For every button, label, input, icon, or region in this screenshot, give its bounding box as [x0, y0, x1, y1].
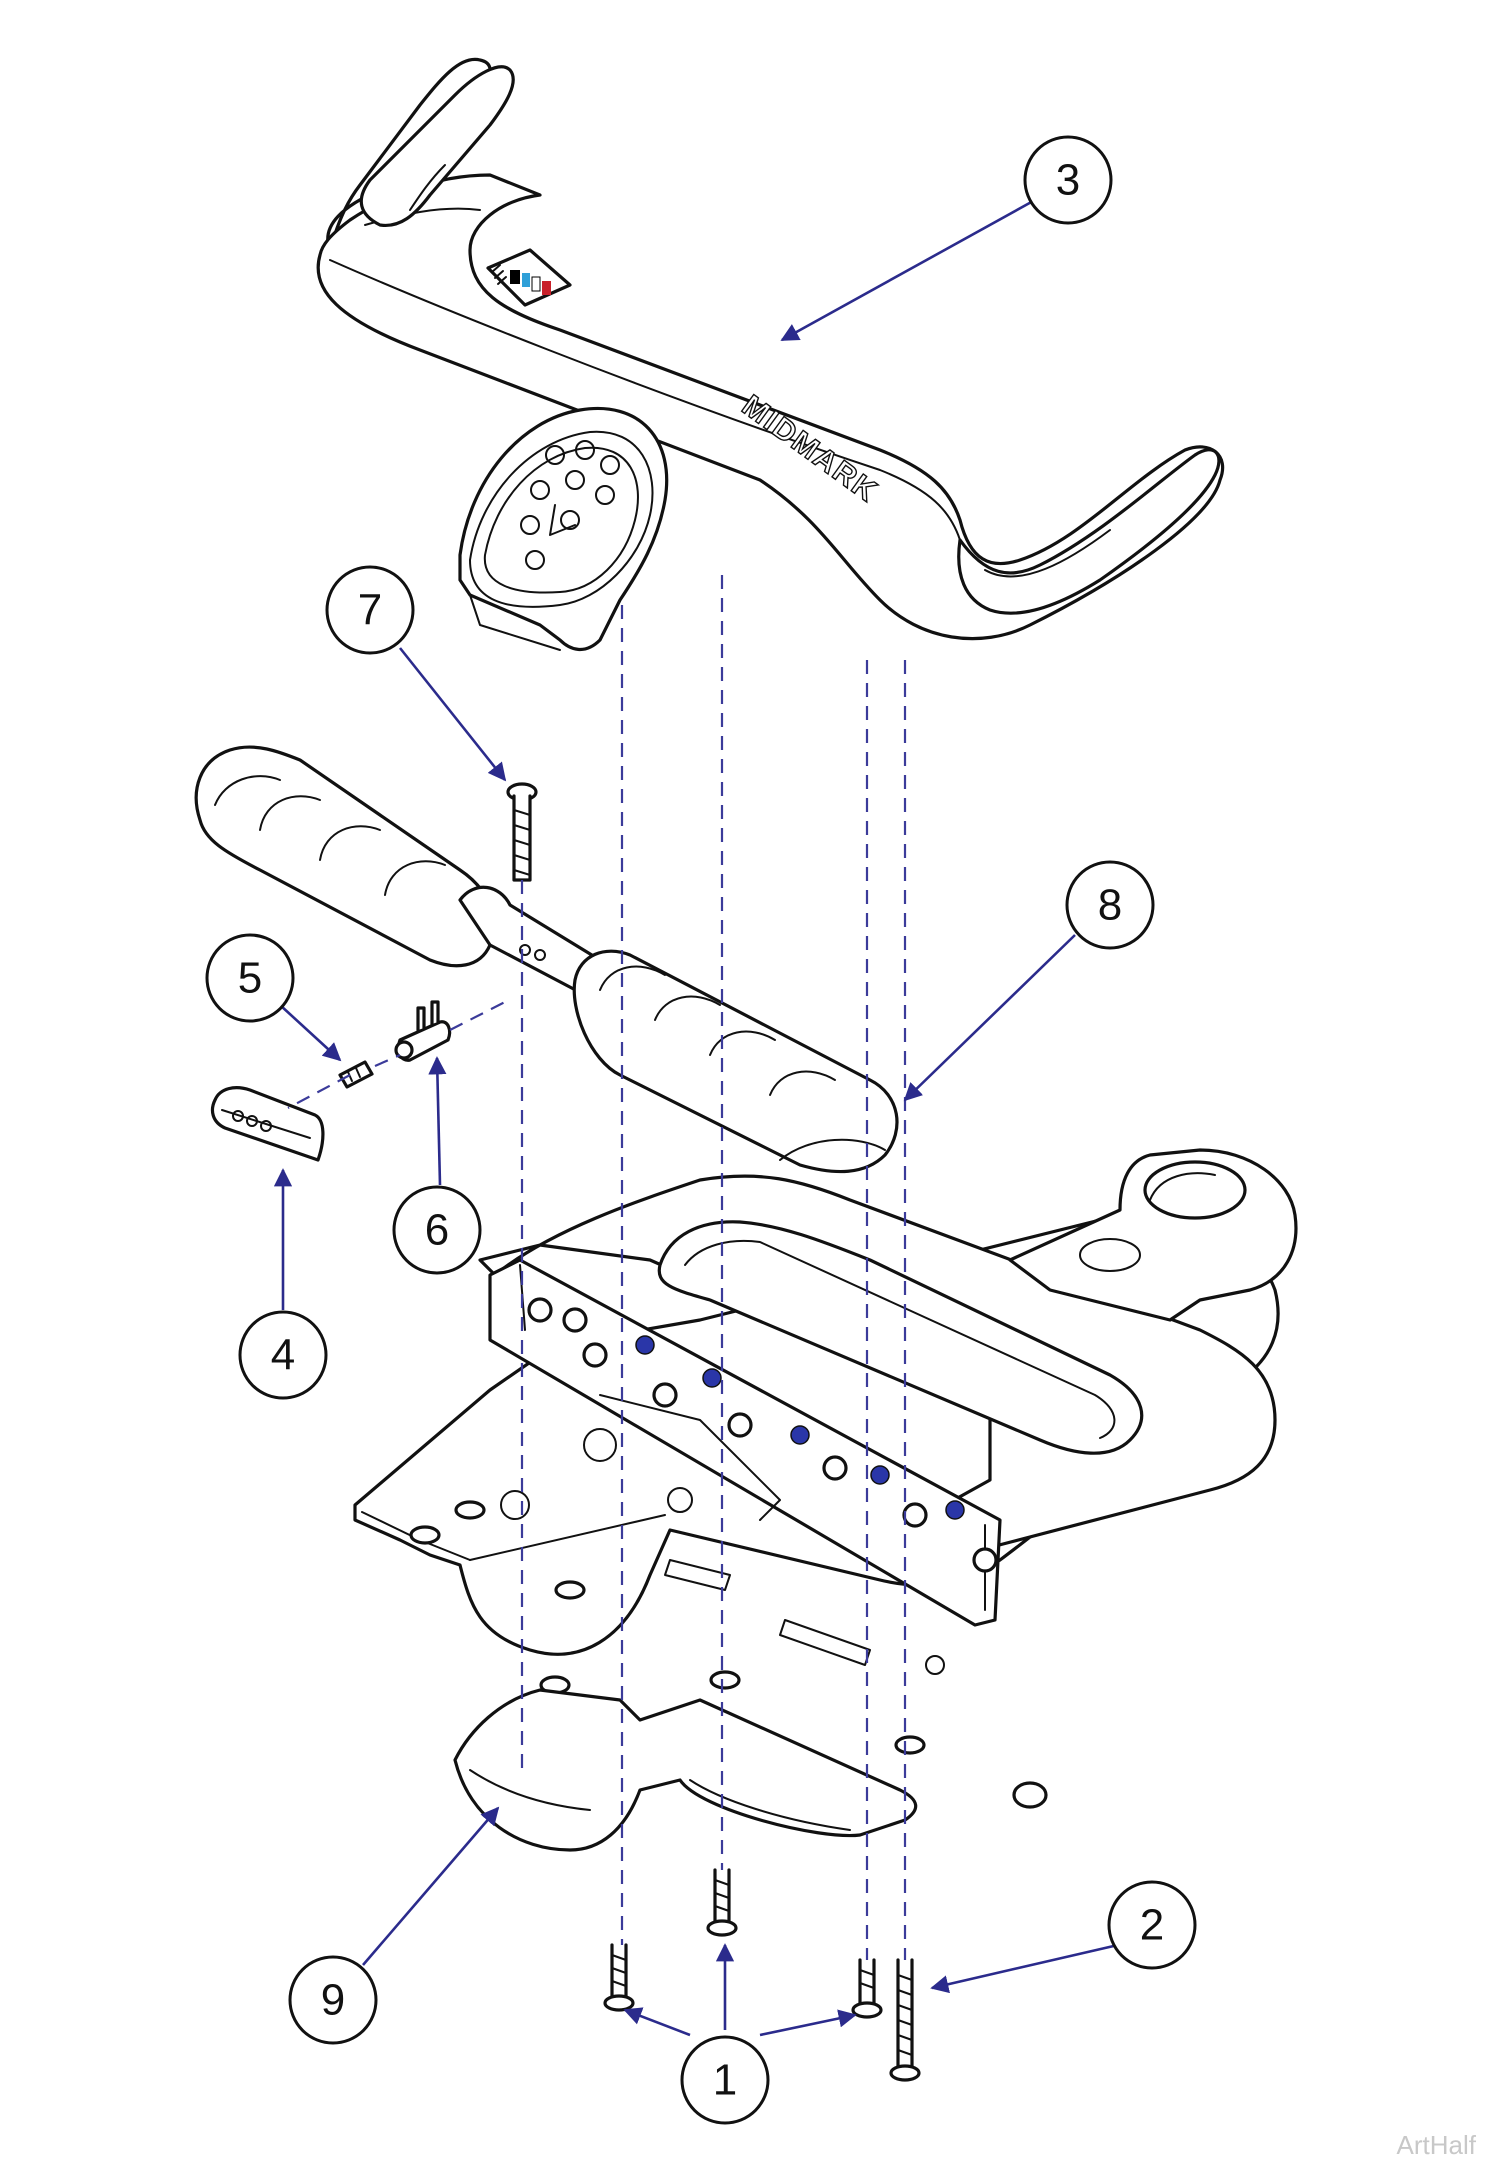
bottom-screws [603, 1868, 921, 2082]
callout-4: 4 [238, 1310, 328, 1400]
screw-part-1-b [706, 1868, 738, 1937]
callout-3: 3 [1023, 135, 1113, 225]
callout-9: 9 [288, 1955, 378, 2045]
svg-text:3: 3 [1056, 156, 1080, 205]
connector-part-4 [210, 1086, 325, 1162]
status-window [486, 248, 572, 307]
callout-2: 2 [1107, 1880, 1197, 1970]
assembly-guide-lines [287, 575, 907, 1995]
panel-connectors [527, 1297, 998, 1573]
base-housing [353, 1148, 1298, 1852]
upper-handle-cover: MIDMARK [316, 57, 1225, 651]
callouts: 3 7 8 5 6 4 9 2 [205, 135, 1197, 2125]
svg-text:5: 5 [238, 954, 262, 1003]
svg-text:1: 1 [713, 2056, 737, 2105]
callout-7: 7 [325, 565, 415, 655]
fitting-part-6 [394, 1000, 452, 1062]
svg-text:6: 6 [425, 1206, 449, 1255]
screw-part-1-c [851, 1958, 883, 2019]
keypad-housing [458, 407, 669, 651]
svg-text:2: 2 [1140, 1901, 1164, 1950]
svg-text:7: 7 [358, 586, 382, 635]
screw-part-2 [889, 1958, 921, 2082]
screw-part-7 [506, 782, 538, 882]
callout-5: 5 [205, 933, 295, 1023]
pin-part-5 [338, 1060, 374, 1089]
svg-text:4: 4 [271, 1331, 295, 1380]
leader-lines [273, 198, 1119, 2037]
screw-part-1-a [603, 1943, 635, 2012]
callout-6: 6 [392, 1185, 482, 1275]
callout-1: 1 [680, 2035, 770, 2125]
lower-handle-grip [194, 745, 899, 1174]
callout-8: 8 [1065, 860, 1155, 950]
watermark: ArtHalf [1396, 2130, 1476, 2160]
svg-text:9: 9 [321, 1976, 345, 2025]
svg-text:8: 8 [1098, 881, 1122, 930]
